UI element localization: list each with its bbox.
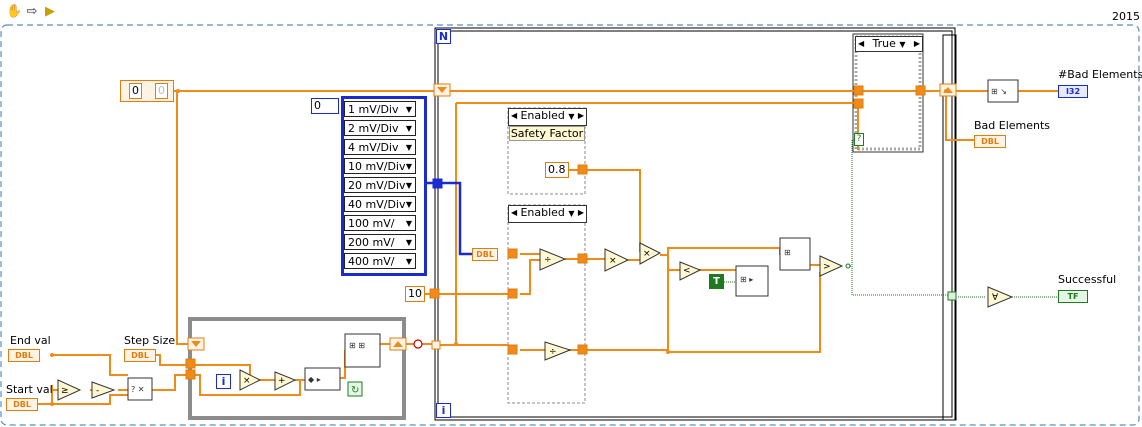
ring-array[interactable]: 0 1 mV/Div▼ 2 mV/Div▼ 4 mV/Div▼ 10 mV/Di…	[311, 96, 427, 276]
disable-selector-top[interactable]: ◀ Enabled ▼ ▶	[508, 108, 587, 126]
bad-elements-count-indicator: I32	[1058, 85, 1088, 98]
svg-text:÷: ÷	[544, 255, 552, 265]
next-arrow-icon[interactable]: ▶	[577, 111, 584, 120]
svg-text:∀: ∀	[992, 293, 999, 303]
svg-text:⊞ ↘: ⊞ ↘	[991, 87, 1007, 96]
prev-arrow-icon[interactable]: ◀	[511, 111, 518, 120]
blue-wire	[422, 181, 472, 256]
ring-item[interactable]: 400 mV/▼	[344, 253, 416, 269]
diagram-frame	[0, 24, 1140, 426]
start-val-control[interactable]: DBL	[6, 398, 38, 411]
init-array-constant[interactable]: 0 0	[120, 80, 174, 102]
for-loop-count: N	[436, 29, 451, 44]
svg-text:÷: ÷	[549, 347, 557, 357]
math-glyphs: ÷ ÷ × × < > × + ≥ - ∀	[61, 249, 999, 396]
init-array-index[interactable]: 0	[129, 83, 142, 99]
next-arrow-icon[interactable]: ▶	[577, 208, 584, 217]
node-glyphs: ? ✕ ◆ ▸ ⊞ ⊞ ⊞ ▸ ⊞ ⊞ ↘	[131, 87, 1007, 394]
svg-text:⊞ ▸: ⊞ ▸	[740, 275, 753, 284]
green-tunnel	[947, 291, 957, 301]
ring-item[interactable]: 40 mV/Div▼	[344, 196, 416, 212]
svg-text:⊞ ⊞: ⊞ ⊞	[349, 341, 365, 350]
prev-arrow-icon[interactable]: ◀	[511, 208, 518, 217]
successful-label: Successful	[1058, 273, 1117, 286]
ring-item[interactable]: 2 mV/Div▼	[344, 120, 416, 136]
run-highlight-icon[interactable]: ▶	[45, 4, 55, 19]
dropdown-arrow-icon: ▼	[405, 200, 412, 209]
shift-registers	[50, 83, 957, 406]
end-val-control[interactable]: DBL	[8, 349, 40, 362]
dropdown-arrow-icon: ▼	[405, 181, 412, 190]
end-val-label: End val	[10, 334, 51, 347]
svg-text:⊞: ⊞	[784, 248, 791, 257]
step-size-control[interactable]: DBL	[124, 349, 156, 362]
dropdown-arrow-icon: ▼	[405, 105, 412, 114]
svg-text:+: +	[278, 376, 286, 386]
svg-text:≥: ≥	[61, 386, 69, 396]
index-tunnel	[431, 340, 441, 350]
svg-text:×: ×	[643, 249, 651, 259]
dropdown-arrow-icon[interactable]: ▼	[568, 209, 575, 218]
ring-array-index[interactable]: 0	[311, 98, 339, 114]
while-loop-index: i	[216, 374, 231, 389]
safety-factor-constant[interactable]: 0.8	[545, 162, 569, 178]
dropdown-arrow-icon: ▼	[405, 238, 412, 247]
dropdown-arrow-icon[interactable]: ▼	[568, 112, 575, 121]
bad-elements-count-label: #Bad Elements	[1058, 68, 1142, 81]
init-array-value[interactable]: 0	[155, 83, 168, 99]
next-arrow-icon[interactable]: ▶	[913, 39, 920, 48]
dropdown-arrow-icon[interactable]: ▼	[899, 40, 906, 49]
disable-selector-bottom[interactable]: ◀ Enabled ▼ ▶	[508, 205, 587, 223]
svg-text:<: <	[683, 266, 691, 276]
bad-elements-indicator: DBL	[974, 135, 1006, 148]
svg-text:↻: ↻	[351, 385, 359, 396]
ring-list: 1 mV/Div▼ 2 mV/Div▼ 4 mV/Div▼ 10 mV/Div▼…	[341, 96, 427, 276]
case-selector-terminal: ?	[854, 133, 864, 146]
disable-structure-top[interactable]	[507, 107, 586, 195]
true-constant[interactable]: T	[709, 274, 724, 289]
step-size-label: Step Size	[124, 334, 176, 347]
ring-item[interactable]: 100 mV/▼	[344, 215, 416, 231]
disable-structure-bottom[interactable]	[507, 204, 586, 404]
math-nodes	[57, 242, 1014, 401]
ring-item[interactable]: 200 mV/▼	[344, 234, 416, 250]
function-nodes	[127, 79, 1019, 401]
svg-text:? ✕: ? ✕	[131, 385, 145, 394]
dropdown-arrow-icon: ▼	[405, 162, 412, 171]
svg-text:>: >	[823, 262, 831, 272]
arrow-right-icon[interactable]: ⇨	[26, 4, 38, 19]
blue-tunnel	[432, 178, 443, 189]
hand-icon[interactable]: ✋	[6, 4, 23, 19]
divisor-constant[interactable]: 10	[405, 286, 425, 302]
safety-factor-label: Safety Factor	[509, 126, 585, 141]
for-loop[interactable]	[434, 27, 957, 421]
start-val-label: Start val	[6, 383, 53, 396]
prev-arrow-icon[interactable]: ◀	[858, 39, 865, 48]
ring-item[interactable]: 4 mV/Div▼	[344, 139, 416, 155]
dropdown-arrow-icon: ▼	[405, 219, 412, 228]
to-dbl-node: DBL	[472, 248, 498, 261]
tunnels	[185, 85, 926, 380]
for-loop-index: i	[436, 403, 451, 418]
svg-text:-: -	[96, 386, 99, 396]
ring-item[interactable]: 10 mV/Div▼	[344, 158, 416, 174]
ring-item[interactable]: 1 mV/Div▼	[344, 101, 416, 117]
case-selector[interactable]: ◀ True ▼ ▶	[855, 36, 923, 52]
dropdown-arrow-icon: ▼	[405, 143, 412, 152]
svg-text:×: ×	[243, 376, 251, 386]
svg-text:×: ×	[609, 256, 617, 266]
dropdown-arrow-icon: ▼	[405, 257, 412, 266]
green-wires	[720, 139, 1058, 298]
dropdown-arrow-icon: ▼	[405, 124, 412, 133]
ring-item[interactable]: 20 mV/Div▼	[344, 177, 416, 193]
successful-indicator: TF	[1058, 290, 1088, 303]
version-label: 2015	[1112, 10, 1140, 23]
bad-elements-label: Bad Elements	[974, 119, 1051, 132]
loop-condition[interactable]	[347, 381, 363, 397]
svg-text:◆ ▸: ◆ ▸	[308, 375, 321, 384]
